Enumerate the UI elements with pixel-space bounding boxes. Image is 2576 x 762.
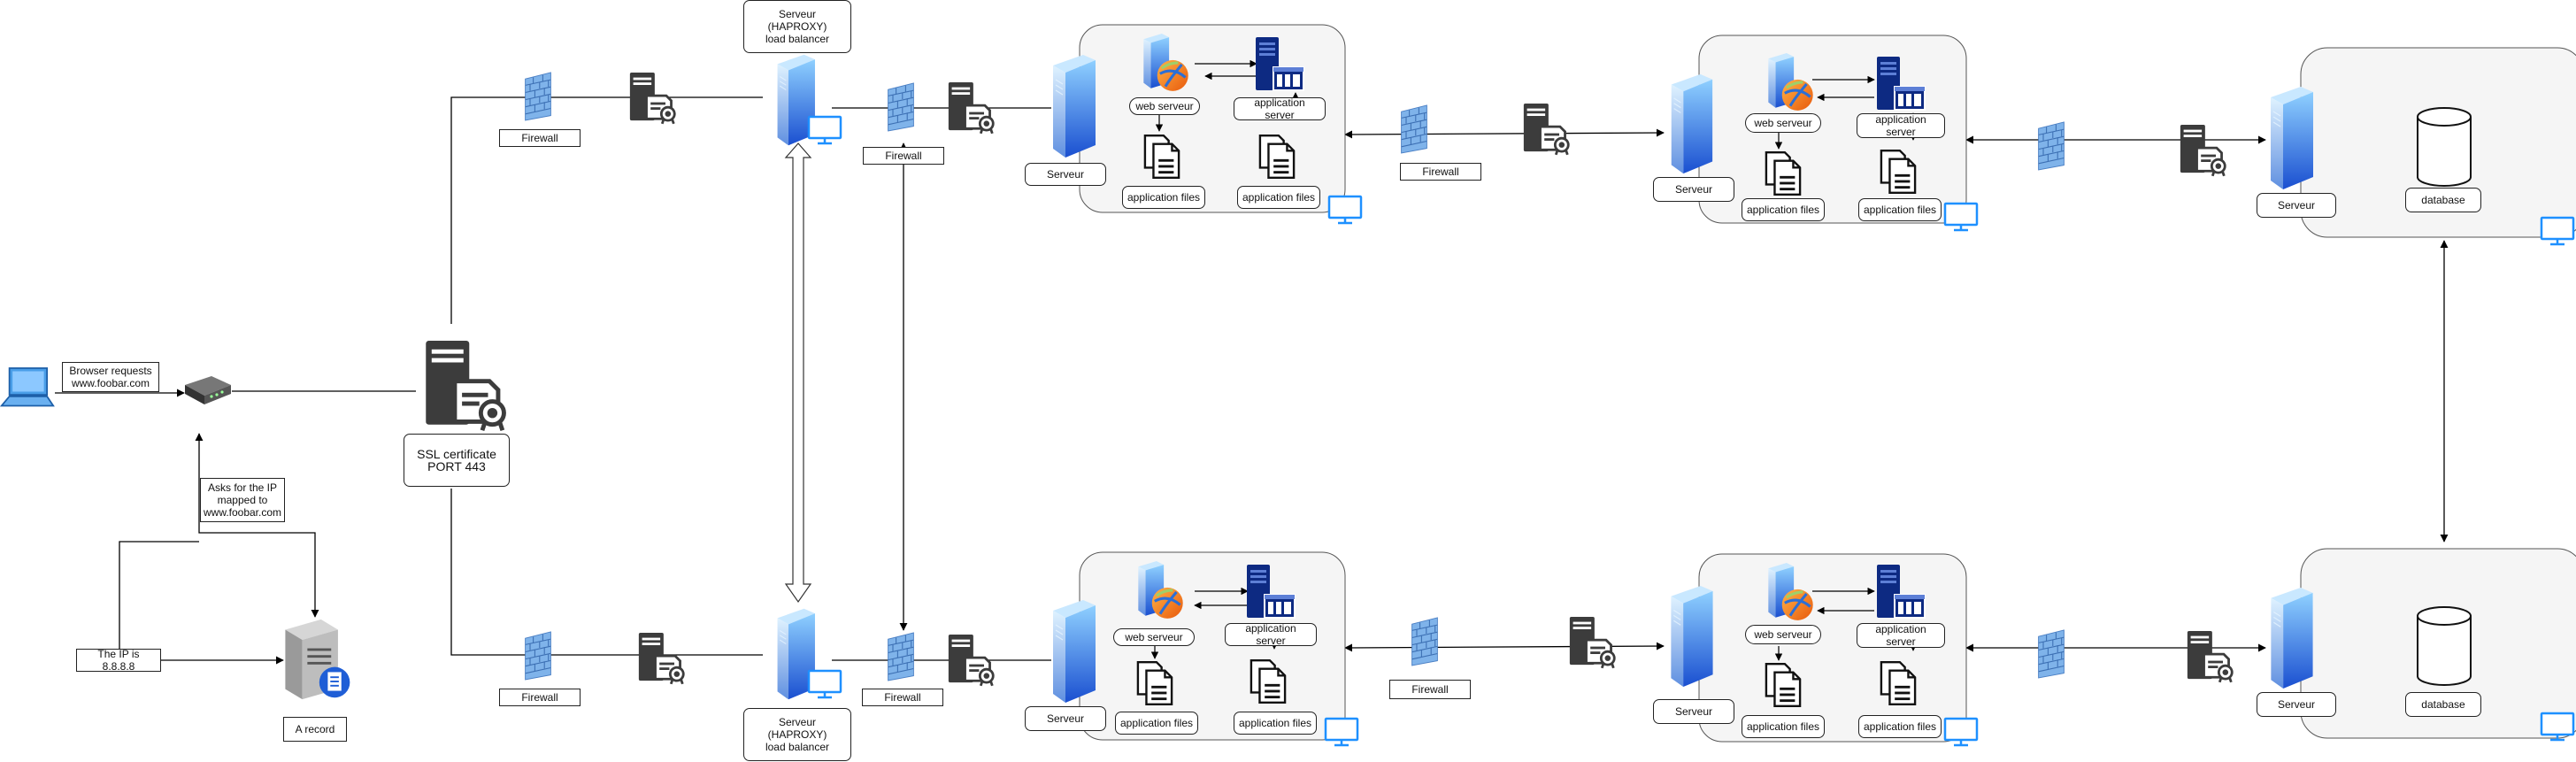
load-balancer-label: Serveur (HAPROXY) load balancer xyxy=(743,0,851,53)
database-label: database xyxy=(2405,692,2481,717)
firewall-label: Firewall xyxy=(499,129,581,147)
load-balancer-label: Serveur (HAPROXY) load balancer xyxy=(743,708,851,761)
firewall-label: Firewall xyxy=(863,147,944,165)
web-server-label: web serveur xyxy=(1129,97,1200,115)
monitor-icon xyxy=(1943,202,1979,232)
firewall-icon xyxy=(524,72,552,121)
server-label: Serveur xyxy=(1653,177,1734,202)
server-icon xyxy=(1670,585,1714,688)
application-files-label: application files xyxy=(1115,712,1198,735)
web-server-label: web serveur xyxy=(1745,625,1821,644)
ssl-certificate-label: SSL certificate PORT 443 xyxy=(404,434,510,487)
web-server-label: web serveur xyxy=(1113,628,1195,646)
monitor-icon xyxy=(1327,195,1363,225)
lb-sync-double-arrow xyxy=(784,142,812,604)
monitor-icon xyxy=(807,669,842,699)
server-icon xyxy=(1671,73,1713,174)
firewall-icon xyxy=(1400,104,1428,154)
firewall-label: Firewall xyxy=(862,689,943,706)
dns-answer-line xyxy=(119,541,199,657)
application-files-label: application files xyxy=(1122,186,1205,209)
server-label: Serveur xyxy=(1025,706,1106,731)
firewall-label: Firewall xyxy=(1389,680,1471,699)
application-files-label: application files xyxy=(1858,198,1942,221)
application-server-label: application server xyxy=(1857,113,1945,138)
monitor-icon xyxy=(2540,216,2575,246)
monitor-icon xyxy=(807,115,842,145)
database-label: database xyxy=(2405,188,2481,212)
database-server-icon xyxy=(2270,86,2314,190)
certificate-server-icon xyxy=(637,631,685,685)
firewall-icon xyxy=(888,82,914,132)
database-server-icon xyxy=(2270,587,2314,689)
dns-query-label: Asks for the IP mapped to www.foobar.com xyxy=(200,478,285,522)
server-label: Serveur xyxy=(2257,193,2336,218)
server-icon xyxy=(1052,599,1096,704)
certificate-server-icon xyxy=(2186,629,2234,683)
database-icon xyxy=(2417,107,2472,187)
cluster1-to-cluster2-bottom-line xyxy=(1344,642,1665,652)
application-files-label: application files xyxy=(1237,186,1320,209)
server-label: Serveur xyxy=(1653,699,1734,724)
database-icon xyxy=(2417,606,2472,686)
certificate-server-icon xyxy=(628,71,676,126)
certificate-server-icon xyxy=(1568,615,1616,669)
application-files-label: application files xyxy=(1742,715,1825,738)
cluster1-to-cluster2-top-line xyxy=(1344,128,1665,139)
server-icon xyxy=(1052,54,1096,158)
certificate-server-icon xyxy=(947,81,995,135)
dns-query-line xyxy=(195,433,319,618)
dns-server-icon xyxy=(285,619,350,700)
firewall-icon xyxy=(887,632,915,681)
laptop-icon xyxy=(0,367,55,407)
firewall-icon xyxy=(2037,121,2065,171)
application-server-label: application server xyxy=(1857,623,1945,648)
certificate-server-icon xyxy=(947,633,995,687)
ssl-to-top-branch-line xyxy=(450,96,763,324)
router-icon xyxy=(185,376,231,404)
application-files-label: application files xyxy=(1742,198,1825,221)
server-label: Serveur xyxy=(2257,692,2336,717)
firewall-label: Firewall xyxy=(1400,163,1481,181)
application-files-label: application files xyxy=(1234,712,1317,735)
ssl-certificate-icon xyxy=(426,341,504,430)
web-server-label: web serveur xyxy=(1745,113,1821,133)
certificate-server-icon xyxy=(1522,102,1570,156)
monitor-icon xyxy=(1324,717,1359,747)
dns-answer-label: The IP is 8.8.8.8 xyxy=(76,648,161,673)
firewall-icon xyxy=(524,631,552,681)
server-label: Serveur xyxy=(1025,163,1106,186)
app-cluster-2-bottom xyxy=(1698,553,1967,743)
firewall-icon xyxy=(1411,617,1439,666)
application-server-label: application server xyxy=(1234,96,1326,121)
application-server-label: application server xyxy=(1225,622,1317,647)
ssl-to-bottom-branch-line xyxy=(450,489,763,656)
certificate-server-icon xyxy=(2179,123,2226,177)
firewall-label: Firewall xyxy=(499,689,581,706)
firewall-icon xyxy=(2037,629,2065,679)
application-files-label: application files xyxy=(1858,715,1942,738)
a-record-label: A record xyxy=(283,717,347,742)
connectors xyxy=(55,96,2449,665)
browser-request-label: Browser requests www.foobar.com xyxy=(62,362,159,392)
